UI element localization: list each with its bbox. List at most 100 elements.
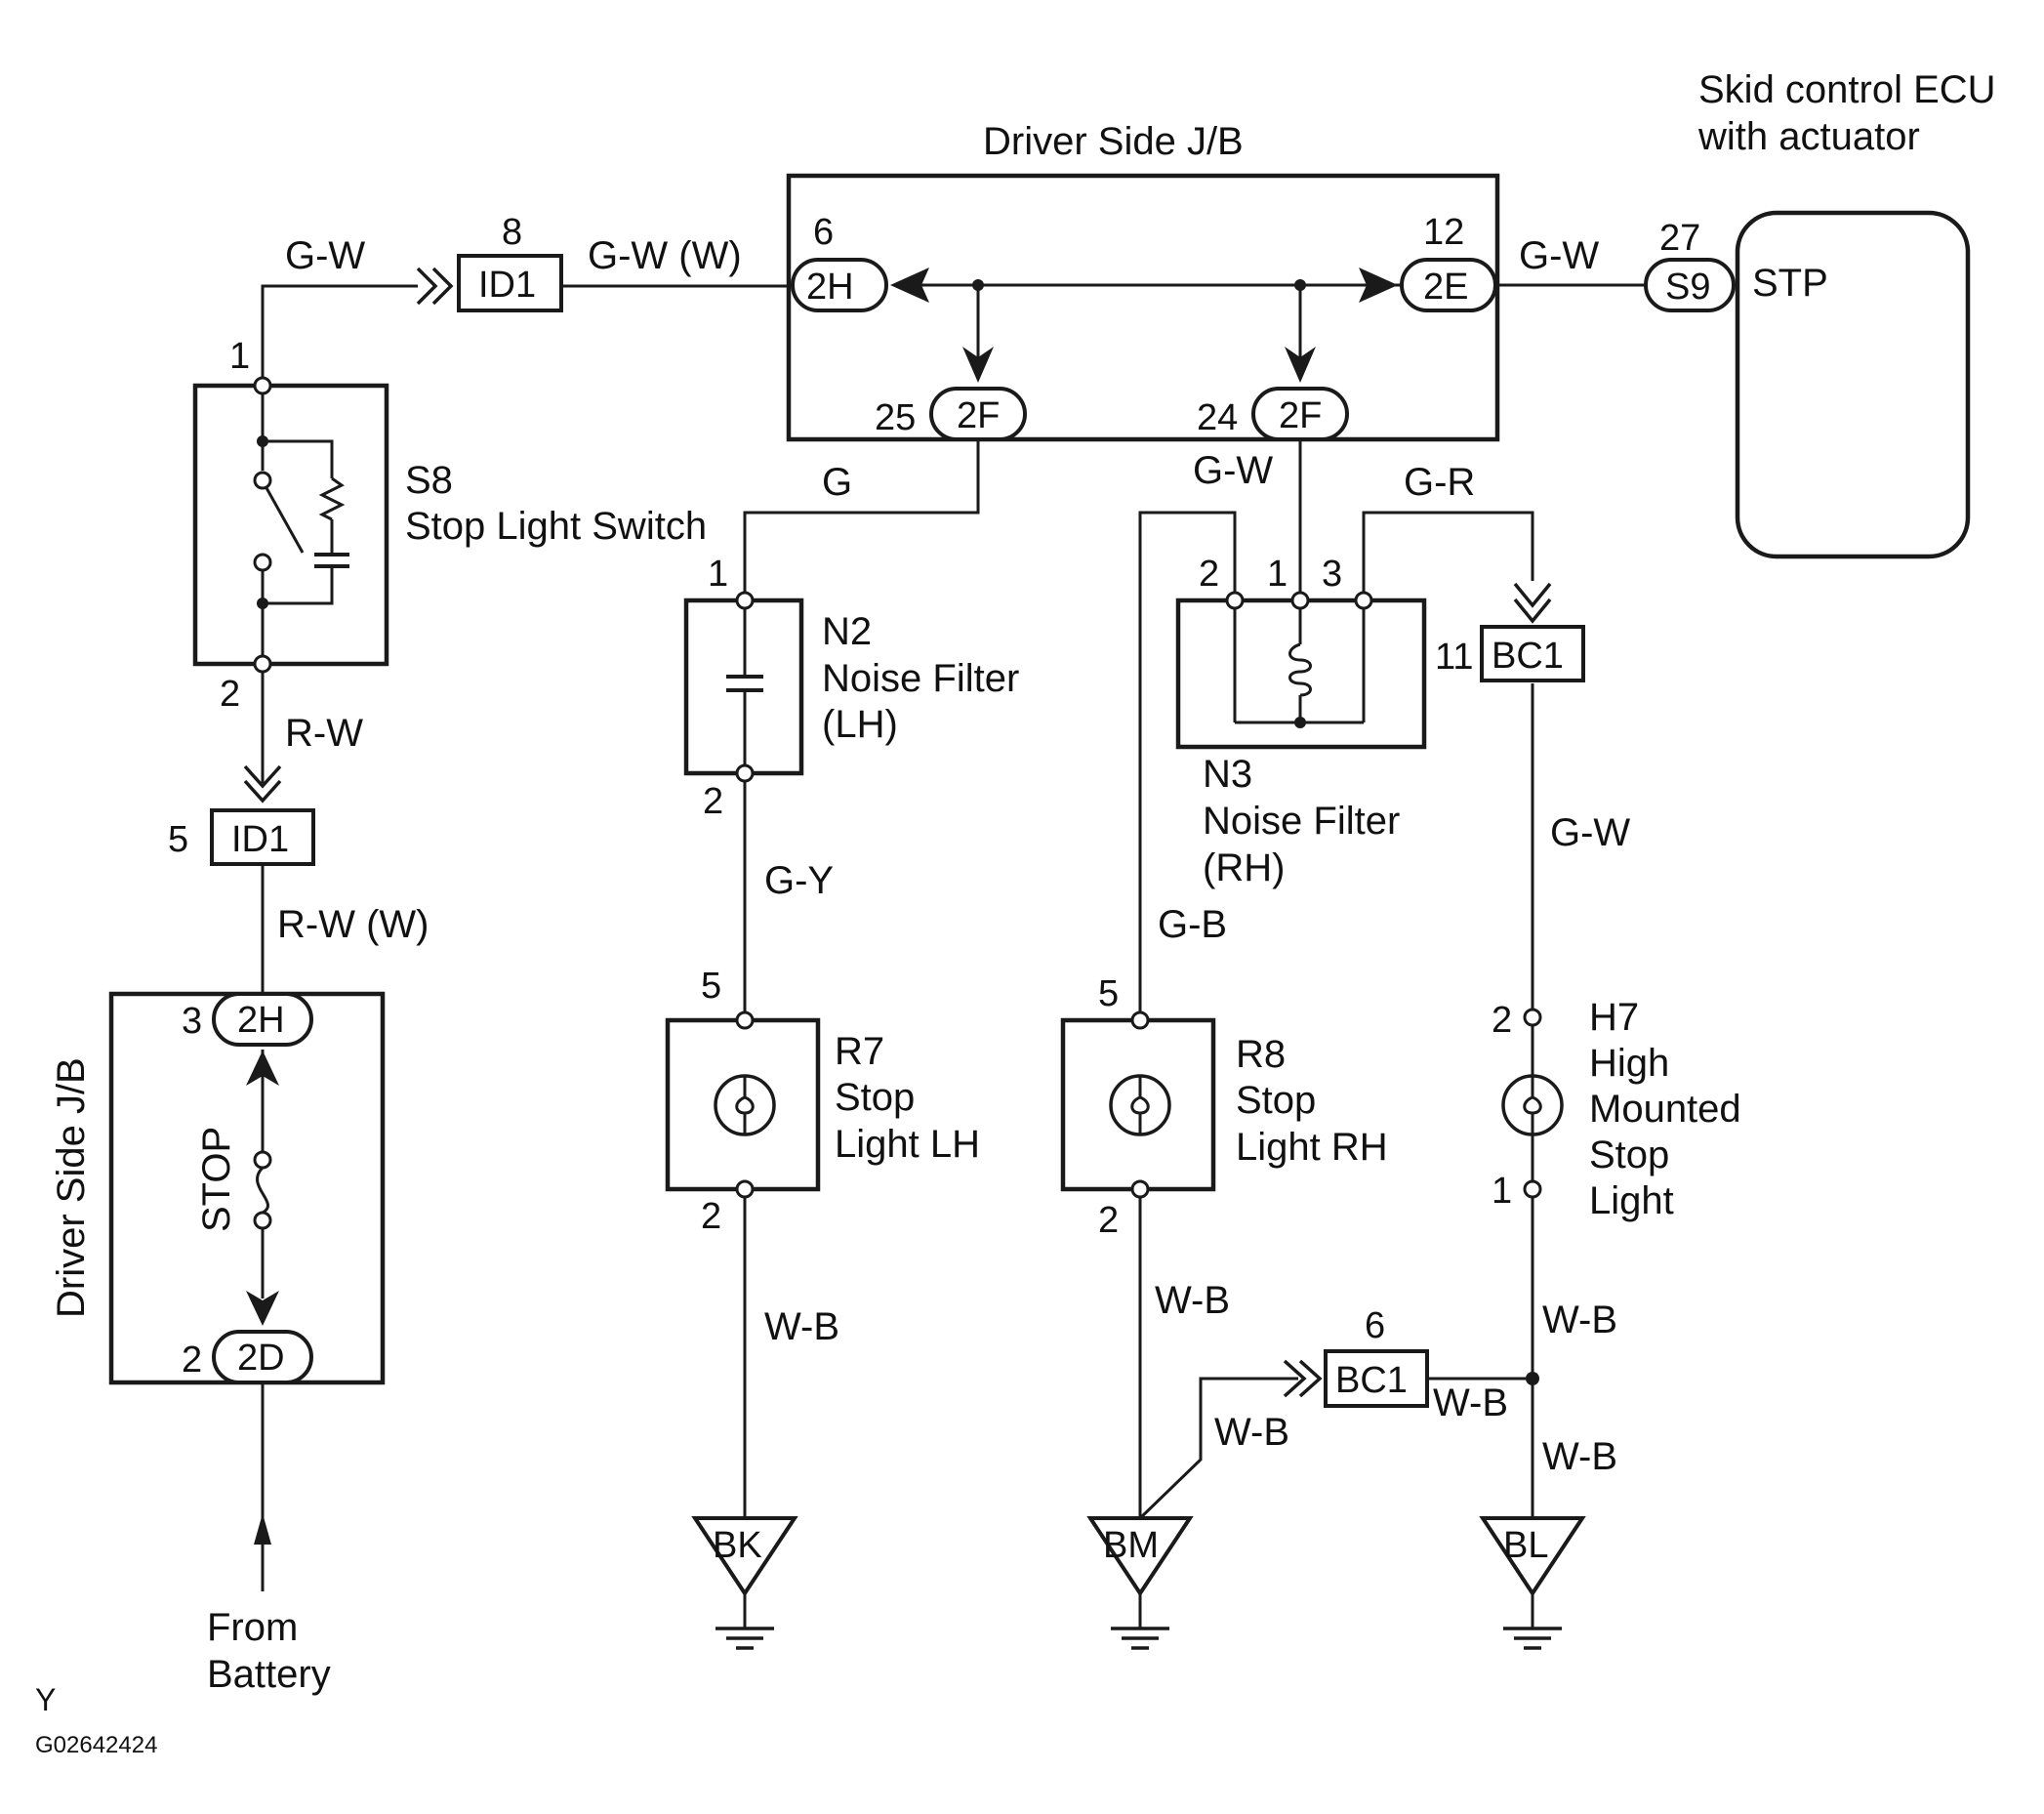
jb-left-title: Driver Side J/B <box>50 1057 93 1318</box>
wire-label-wb-3: W-B <box>1542 1299 1617 1341</box>
arrow-from-battery <box>254 1513 271 1545</box>
wires <box>261 283 1648 1591</box>
connector-2h-left <box>212 992 313 1047</box>
h7-pin-2: 2 <box>1492 1000 1512 1041</box>
connector-2h-top <box>791 258 888 312</box>
n2-id: N2 <box>822 610 872 653</box>
corner-letter: Y <box>35 1682 56 1717</box>
h7-name-2: Mounted <box>1589 1088 1741 1131</box>
arrow-2d-out <box>246 1291 279 1326</box>
connector-2e-label: 2E <box>1423 267 1468 308</box>
connector-id1-top: ID1 8 <box>416 212 563 312</box>
n3-id: N3 <box>1203 753 1252 796</box>
connector-id1-top-label: ID1 <box>478 265 536 306</box>
connector-2f-right <box>1251 387 1349 441</box>
connector-bc1-top: BC1 11 <box>1435 582 1585 682</box>
connector-s9-label: S9 <box>1665 267 1710 308</box>
n3-pin-2: 2 <box>1199 554 1219 595</box>
wire-label-gb: G-B <box>1158 903 1227 946</box>
bc1-pin-11: 11 <box>1435 637 1473 678</box>
wire-label-gw-1: G-W <box>285 234 365 277</box>
h7-id: H7 <box>1589 996 1639 1039</box>
wire-label-wb-5: W-B <box>1433 1381 1508 1424</box>
arrow-2h-in <box>890 268 929 303</box>
junction-block-top: Driver Side J/B 2H 6 2E 12 2F 25 2F 24 <box>786 120 1500 442</box>
n2-name-2: (LH) <box>822 703 898 746</box>
connector-s9 <box>1644 258 1736 312</box>
connector-2d-label: 2D <box>237 1338 285 1379</box>
connector-2h-left-label: 2H <box>237 1000 285 1041</box>
s8-pin-2: 2 <box>220 674 240 715</box>
arrow-2h-left-in <box>246 1051 279 1086</box>
from-battery-line1: From <box>207 1606 298 1649</box>
wire-label-wb-1: W-B <box>764 1305 839 1348</box>
wire-label-wb-6: W-B <box>1542 1435 1617 1478</box>
stop-light-lh: 5 2 R7 Stop Light LH <box>665 966 980 1237</box>
junction-block-left: Driver Side J/B 2H 3 STOP 2D 2 <box>50 991 386 1385</box>
connector-id1-bottom-label: ID1 <box>231 819 289 860</box>
n2-pin-2: 2 <box>703 781 723 822</box>
r8-pin-5: 5 <box>1098 973 1119 1014</box>
pin-12: 12 <box>1423 212 1464 253</box>
ecu-title-line1: Skid control ECU <box>1698 68 1996 111</box>
ground-bk: BK <box>691 1516 798 1650</box>
wire-label-g: G <box>822 461 852 504</box>
id1-pin-5: 5 <box>168 819 188 860</box>
s8-name: Stop Light Switch <box>405 505 707 548</box>
n2-name-1: Noise Filter <box>822 657 1019 700</box>
wire-label-gw-4: G-W <box>1550 811 1630 854</box>
pin-8: 8 <box>502 212 522 253</box>
pin-25: 25 <box>875 397 916 438</box>
ground-bm: BM <box>1086 1516 1194 1650</box>
from-battery-line2: Battery <box>207 1653 331 1696</box>
bc1-pin-6: 6 <box>1365 1305 1385 1346</box>
arrow-2f-right <box>1285 347 1316 383</box>
h7-pin-1: 1 <box>1492 1171 1512 1212</box>
ecu-stp-label: STP <box>1752 262 1828 305</box>
skid-control-ecu: Skid control ECU with actuator STP S9 27 <box>1644 68 1996 559</box>
r7-pin-2: 2 <box>701 1196 721 1237</box>
h7-name-3: Stop <box>1589 1134 1669 1176</box>
figure-id: G02642424 <box>35 1732 157 1758</box>
r7-id: R7 <box>835 1030 884 1073</box>
s8-pin-1: 1 <box>229 336 250 377</box>
wire-label-gy: G-Y <box>764 859 834 902</box>
wire-label-wb-2: W-B <box>1155 1279 1230 1322</box>
ground-bl: BL <box>1479 1516 1586 1650</box>
connector-bc1-top-label: BC1 <box>1492 636 1564 677</box>
wire-label-rw: R-W <box>285 712 363 755</box>
stop-light-switch: 1 2 S8 Stop Light Switch <box>192 336 707 715</box>
n2-pin-1: 1 <box>708 554 728 595</box>
arrow-2e-in <box>1359 268 1398 303</box>
r7-name-2: Light LH <box>835 1123 980 1166</box>
r8-id: R8 <box>1236 1033 1286 1076</box>
ground-bl-label: BL <box>1503 1525 1548 1566</box>
r8-name-1: Stop <box>1236 1079 1316 1122</box>
ground-bm-label: BM <box>1103 1525 1159 1566</box>
connector-id1-bottom: ID1 5 <box>168 764 315 866</box>
r8-pin-2: 2 <box>1098 1200 1119 1241</box>
n3-name-1: Noise Filter <box>1203 800 1400 843</box>
s8-id: S8 <box>405 459 453 502</box>
jb-pin-3: 3 <box>182 1001 202 1042</box>
noise-filter-lh: 1 2 N2 Noise Filter (LH) <box>683 554 1019 822</box>
fuse-stop-label: STOP <box>195 1127 238 1232</box>
high-mounted-stop-light: 2 1 H7 High Mounted Stop Light <box>1492 996 1741 1222</box>
connector-bc1-bottom: BC1 6 <box>1283 1305 1429 1408</box>
wire-label-gr: G-R <box>1404 461 1475 504</box>
connector-2d <box>212 1330 313 1384</box>
connector-2f-left-label: 2F <box>957 395 1000 436</box>
connector-2h-top-label: 2H <box>806 267 854 308</box>
r7-name-1: Stop <box>835 1076 915 1119</box>
pin-27: 27 <box>1659 218 1700 259</box>
arrow-2f-left <box>962 347 994 383</box>
connector-2f-left <box>929 387 1027 441</box>
ecu-title-line2: with actuator <box>1697 115 1920 158</box>
jb-top-title: Driver Side J/B <box>983 120 1244 163</box>
jb-pin-2: 2 <box>182 1340 202 1381</box>
connector-2e <box>1400 258 1497 312</box>
r8-name-2: Light RH <box>1236 1126 1388 1169</box>
connector-2f-right-label: 2F <box>1279 395 1322 436</box>
stop-light-rh: 5 2 R8 Stop Light RH <box>1060 973 1388 1241</box>
